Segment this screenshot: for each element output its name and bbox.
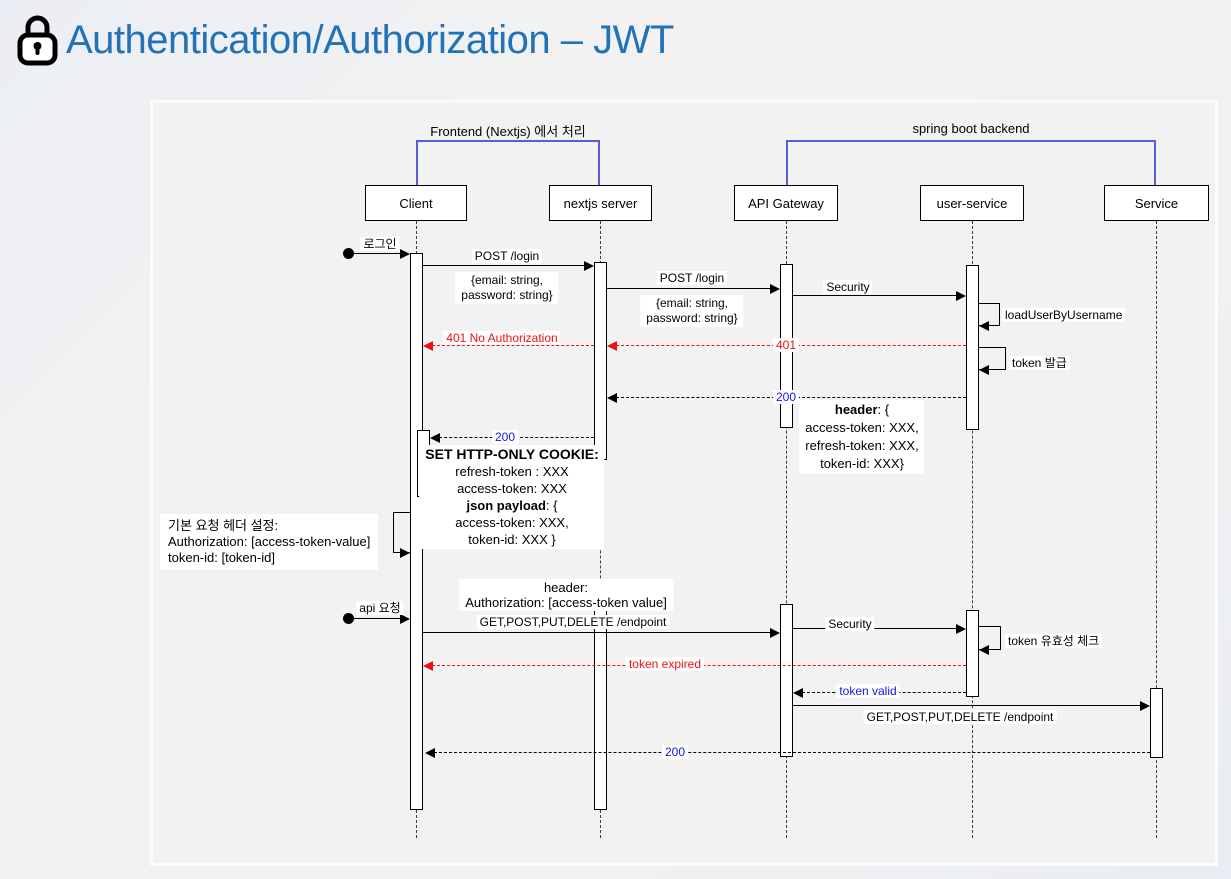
err401-full-label: 401 No Authorization: [443, 331, 561, 345]
participant-service: Service: [1104, 185, 1209, 221]
post-login-payload: {email: string, password: string}: [455, 272, 559, 304]
get-endpoint1-arrowhead-icon: [770, 628, 780, 638]
api-request-arrowhead-icon: [400, 614, 410, 624]
backend-group-bracket: [786, 140, 1156, 185]
response-header-block: header: { access-token: XXX, refresh-tok…: [799, 400, 925, 474]
get-endpoint1-arrow: [423, 632, 771, 633]
token-issue-label: token 발급: [1009, 356, 1070, 370]
login-start-dot: [343, 248, 354, 259]
post-login-label: POST /login: [471, 249, 543, 263]
get-endpoint2-arrow: [793, 705, 1141, 706]
ok200c-label: 200: [661, 745, 689, 759]
diagram-panel: [150, 100, 1218, 866]
token-issue-arrowhead-icon: [979, 365, 989, 375]
participant-client: Client: [365, 185, 467, 221]
post-login2-label: POST /login: [656, 271, 728, 285]
ok200b-label: 200: [491, 430, 519, 444]
lock-icon: [17, 15, 58, 66]
token-validate-loop: [979, 626, 1001, 650]
lifeline-service: [1156, 221, 1157, 838]
api-request-start-dot: [343, 613, 354, 624]
token-expired-label: token expired: [625, 657, 705, 671]
post-login2-arrowhead-icon: [770, 284, 780, 294]
err401-full-arrow: [432, 345, 594, 346]
participant-nextjs-server: nextjs server: [549, 185, 652, 221]
default-headers-loop: [393, 512, 410, 553]
load-user-loop: [979, 303, 1000, 326]
security1-arrow: [793, 295, 957, 296]
err401-full-arrowhead-icon: [423, 341, 433, 351]
token-valid-label: token valid: [836, 684, 900, 698]
ok200b-arrowhead-icon: [430, 433, 440, 443]
lifeline-api-gateway: [786, 221, 787, 838]
post-login-arrow: [423, 265, 585, 266]
activation-nextjs-2: [594, 606, 607, 810]
load-user-arrowhead-icon: [979, 321, 989, 331]
token-validate-label: token 유효성 체크: [1005, 634, 1103, 648]
set-cookie-block: SET HTTP-ONLY COOKIE: refresh-token : XX…: [419, 445, 605, 549]
activation-userservice-1: [966, 265, 979, 430]
activation-gateway-2: [780, 604, 793, 757]
participant-api-gateway: API Gateway: [734, 185, 838, 221]
default-headers-block: 기본 요청 헤더 설정: Authorization: [access-toke…: [160, 514, 379, 570]
post-login-arrowhead-icon: [584, 261, 594, 271]
token-validate-arrowhead-icon: [979, 645, 989, 655]
login-arrow: [354, 253, 401, 254]
request-header-block: header: Authorization: [access-token val…: [459, 579, 673, 611]
ok200c-arrow: [434, 752, 1150, 753]
frontend-group-label: Frontend (Nextjs) 에서 처리: [430, 124, 586, 139]
token-expired-arrowhead-icon: [423, 661, 433, 671]
get-endpoint1-label: GET,POST,PUT,DELETE /endpoint: [476, 615, 670, 629]
security2-label: Security: [825, 617, 875, 631]
ok200a-arrowhead-icon: [607, 393, 617, 403]
page-title: Authentication/Authorization – JWT: [66, 17, 674, 62]
activation-nextjs-1: [594, 262, 607, 460]
post-login2-arrow: [607, 288, 771, 289]
post-login2-payload: {email: string, password: string}: [640, 295, 744, 327]
backend-group-label: spring boot backend: [912, 121, 1030, 136]
ok200c-arrowhead-icon: [425, 748, 435, 758]
security1-label: Security: [823, 280, 873, 294]
lifeline-user-service: [972, 221, 973, 838]
activation-service-1: [1150, 688, 1163, 758]
participant-user-service: user-service: [920, 185, 1024, 221]
login-arrowhead-icon: [400, 249, 410, 259]
token-issue-loop: [979, 347, 1006, 370]
activation-userservice-2: [966, 610, 979, 697]
security1-arrowhead-icon: [956, 291, 966, 301]
default-headers-arrowhead-icon: [400, 548, 410, 558]
err401-label: 401: [772, 338, 800, 352]
load-user-label: loadUserByUsername: [1002, 308, 1126, 322]
api-request-arrow: [354, 618, 401, 619]
api-request-label: api 요청: [356, 601, 404, 615]
get-endpoint2-label: GET,POST,PUT,DELETE /endpoint: [863, 710, 1057, 724]
login-label: 로그인: [360, 237, 400, 251]
security2-arrow: [793, 628, 957, 629]
token-valid-arrowhead-icon: [793, 688, 803, 698]
security2-arrowhead-icon: [956, 624, 966, 634]
frontend-group-bracket: [416, 140, 600, 185]
err401-arrowhead-icon: [607, 341, 617, 351]
page-header: Authentication/Authorization – JWT: [14, 14, 674, 66]
get-endpoint2-arrowhead-icon: [1140, 701, 1150, 711]
ok200a-label: 200: [772, 390, 800, 404]
